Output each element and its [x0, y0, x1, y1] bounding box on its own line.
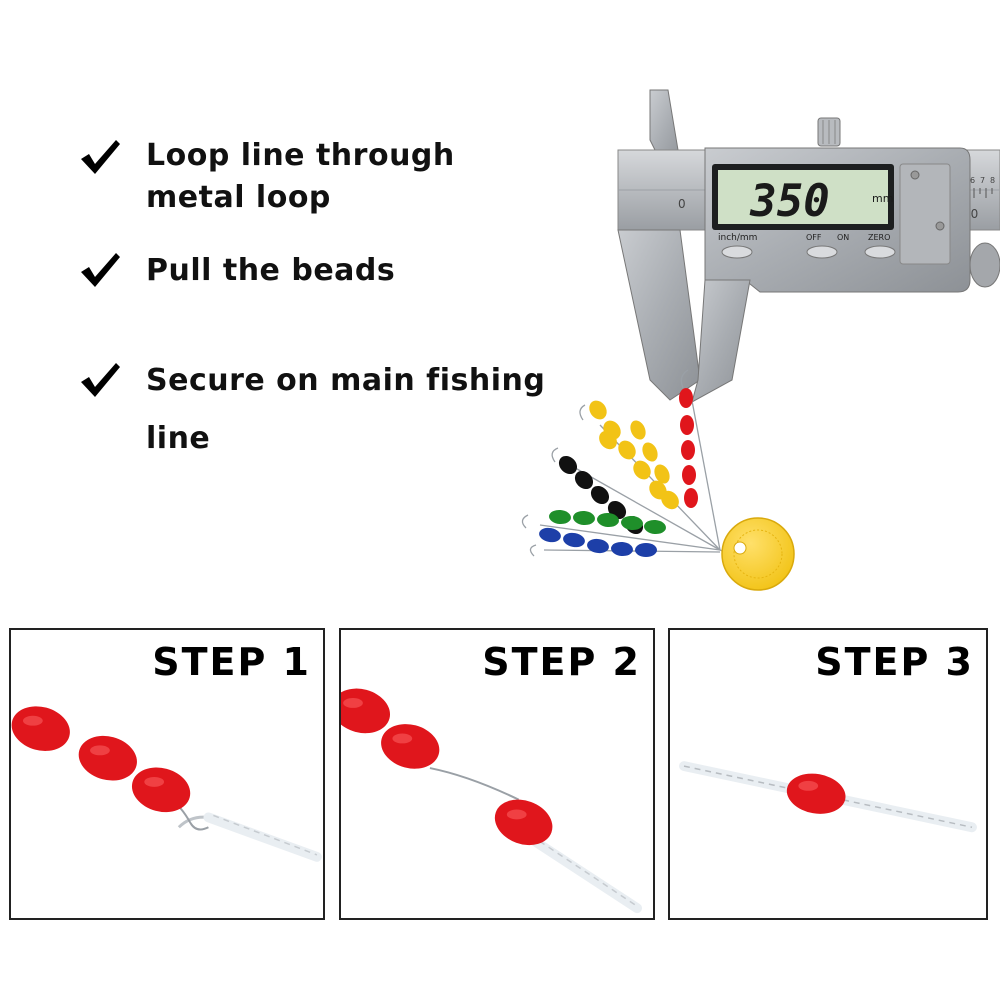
caliper-illustration: 70 6 7 8 0 350 mm inch/mm OFF ON ZERO — [521, 89, 1000, 591]
caliper-button — [864, 245, 896, 259]
bead — [341, 688, 553, 846]
checkmark-icon — [81, 253, 120, 287]
scale-number: 0 — [678, 197, 686, 211]
instruction-text: Secure on main fishing line — [146, 352, 545, 468]
caliper-button — [721, 245, 753, 259]
step-1-illustration — [11, 706, 322, 862]
bead-strand-green — [549, 509, 666, 535]
stopper-disc — [721, 517, 795, 591]
instruction-line: line — [146, 421, 211, 456]
scale-number: 7 — [980, 176, 985, 185]
scale-number: 6 — [970, 176, 975, 185]
caliper-fixed-jaw — [617, 229, 701, 401]
bead-strand-blue — [539, 527, 657, 557]
step-title: STEP 2 — [482, 640, 641, 684]
button-label: OFF — [806, 233, 822, 242]
lcd-value: 350 — [749, 176, 829, 227]
step-title: STEP 1 — [152, 640, 311, 684]
lcd-unit: mm — [872, 192, 893, 205]
instruction-item: Loop line through metal loop — [78, 135, 455, 219]
bead — [786, 773, 846, 814]
button-label: inch/mm — [718, 233, 757, 243]
step-panel-1: STEP 1 — [9, 628, 325, 920]
instruction-line: Loop line through — [146, 138, 455, 173]
instruction-item: Pull the beads — [78, 250, 395, 292]
instruction-line: Secure on main fishing — [146, 363, 546, 398]
scale-number: 8 — [990, 176, 995, 185]
instruction-text: Loop line through metal loop — [146, 135, 455, 219]
step-panel-3: STEP 3 — [668, 628, 988, 920]
caliper-button — [806, 245, 838, 259]
step-title: STEP 3 — [815, 640, 974, 684]
checkmark-icon — [81, 363, 120, 397]
step-2-illustration — [341, 688, 642, 914]
step-3-illustration — [679, 761, 977, 833]
button-label: ZERO — [868, 233, 890, 242]
caliper-moving-jaw — [691, 279, 751, 404]
instruction-text: Pull the beads — [146, 250, 395, 292]
step-panel-2: STEP 2 — [339, 628, 655, 920]
bead-strand-yellow — [589, 400, 670, 500]
bead-strand-red — [679, 388, 698, 508]
checkmark-icon — [81, 140, 120, 174]
button-label: ON — [837, 233, 849, 242]
instruction-line: metal loop — [146, 180, 331, 215]
instruction-item: Secure on main fishing line — [78, 352, 545, 468]
instruction-line: Pull the beads — [146, 253, 396, 288]
bead-strand-yellow — [599, 430, 679, 510]
